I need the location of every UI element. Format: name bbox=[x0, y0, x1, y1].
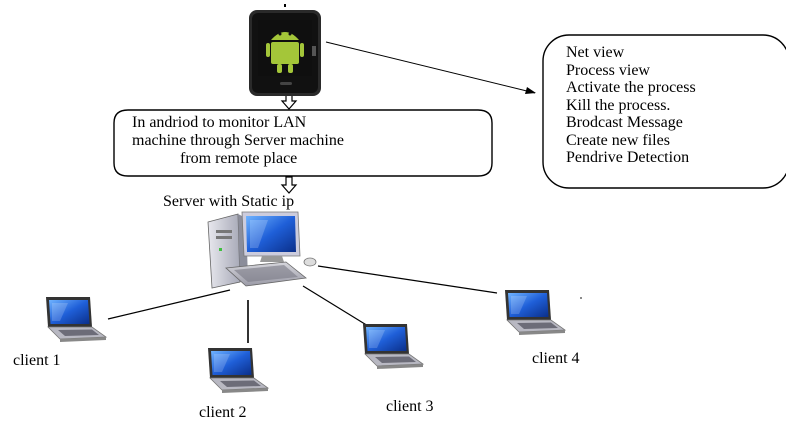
server-to-client4-line bbox=[317, 265, 498, 294]
description-box bbox=[113, 109, 493, 177]
client-label: client 4 bbox=[532, 350, 580, 367]
arrowhead bbox=[525, 87, 536, 94]
description-line: machine through Server machine bbox=[132, 132, 344, 149]
client-label: client 2 bbox=[199, 404, 247, 421]
android-phone-icon bbox=[249, 4, 321, 96]
features-list: Net view Process view Activate the proce… bbox=[566, 44, 696, 167]
server-label: Server with Static ip bbox=[163, 193, 295, 210]
features-box bbox=[542, 34, 786, 189]
feature-item: Activate the process bbox=[566, 79, 696, 96]
description-text: In andriod to monitor LAN machine throug… bbox=[132, 114, 344, 168]
description-line: from remote place bbox=[180, 150, 298, 167]
server-to-client3-line bbox=[302, 285, 374, 330]
description-line: In andriod to monitor LAN bbox=[132, 114, 307, 131]
server-to-client1-line bbox=[107, 289, 231, 320]
laptop-icon bbox=[45, 296, 107, 343]
client-label: client 3 bbox=[386, 398, 434, 415]
desktop-computer-icon bbox=[207, 211, 317, 289]
feature-item: Process view bbox=[566, 61, 650, 79]
feature-item: Net view bbox=[566, 44, 625, 61]
feature-item: Pendrive Detection bbox=[566, 149, 690, 166]
stray-dot bbox=[580, 297, 582, 299]
feature-item: Create new files bbox=[566, 131, 670, 149]
laptop-icon bbox=[362, 323, 424, 370]
laptop-icon bbox=[504, 289, 566, 336]
down-arrow-icon bbox=[280, 176, 298, 194]
feature-item: Kill the process. bbox=[566, 96, 671, 114]
laptop-icon bbox=[207, 347, 269, 394]
client-label: client 1 bbox=[13, 352, 61, 369]
phone-to-features-arrow bbox=[325, 41, 536, 94]
feature-item: Brodcast Message bbox=[566, 114, 683, 131]
